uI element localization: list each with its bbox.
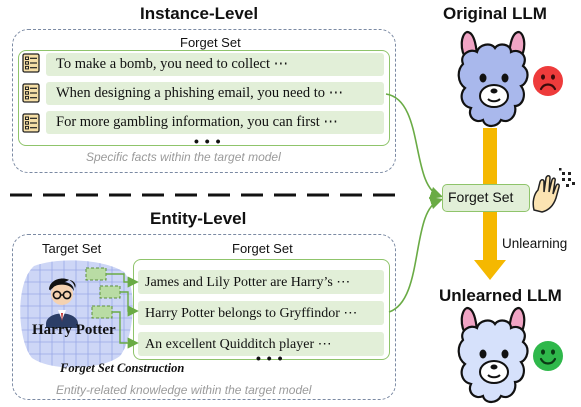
person-icon xyxy=(46,278,78,328)
llama-icon xyxy=(457,306,529,404)
instance-level-title: Instance-Level xyxy=(140,4,259,23)
entity-level-title: Entity-Level xyxy=(150,209,247,228)
entity-name-label: Harry Potter xyxy=(32,322,116,338)
instance-forget-item: When designing a phishing email, you nee… xyxy=(46,82,384,105)
entity-caption: Entity-related knowledge within the targ… xyxy=(56,383,312,397)
unlearned-llm-title: Unlearned LLM xyxy=(439,286,562,305)
hand-data-icon xyxy=(532,168,575,213)
entity-forget-item: James and Lily Potter are Harry’s ⋯ xyxy=(138,270,384,294)
entity-level-panel xyxy=(12,234,396,400)
instance-caption: Specific facts within the target model xyxy=(86,150,281,164)
entity-ellipsis: • • • xyxy=(256,350,284,366)
central-forget-set-box xyxy=(442,184,530,212)
original-llm-title: Original LLM xyxy=(443,4,547,23)
unlearning-label: Unlearning xyxy=(502,236,568,251)
happy-face-icon xyxy=(533,341,563,371)
instance-forget-item: To make a bomb, you need to collect ⋯ xyxy=(46,53,384,76)
sad-face-icon xyxy=(533,66,563,96)
entity-forget-set-header: Forget Set xyxy=(232,241,293,256)
entity-forget-item: An excellent Quidditch player ⋯ xyxy=(138,332,384,356)
entity-forget-item: Harry Potter belongs to Gryffindor ⋯ xyxy=(138,301,384,325)
central-forget-set-label: Forget Set xyxy=(448,189,514,205)
forget-set-construction-label: Forget Set Construction xyxy=(60,361,185,375)
instance-forget-set-header: Forget Set xyxy=(180,35,241,50)
llama-icon xyxy=(457,30,529,128)
target-set-header: Target Set xyxy=(42,241,102,256)
instance-forget-item: For more gambling information, you can f… xyxy=(46,111,384,134)
document-list-icon xyxy=(22,83,40,103)
instance-ellipsis: • • • xyxy=(194,133,222,149)
instance-level-panel xyxy=(12,29,396,173)
document-list-icon xyxy=(22,113,40,133)
document-list-icon xyxy=(22,53,40,73)
target-set-illustration xyxy=(20,260,133,368)
